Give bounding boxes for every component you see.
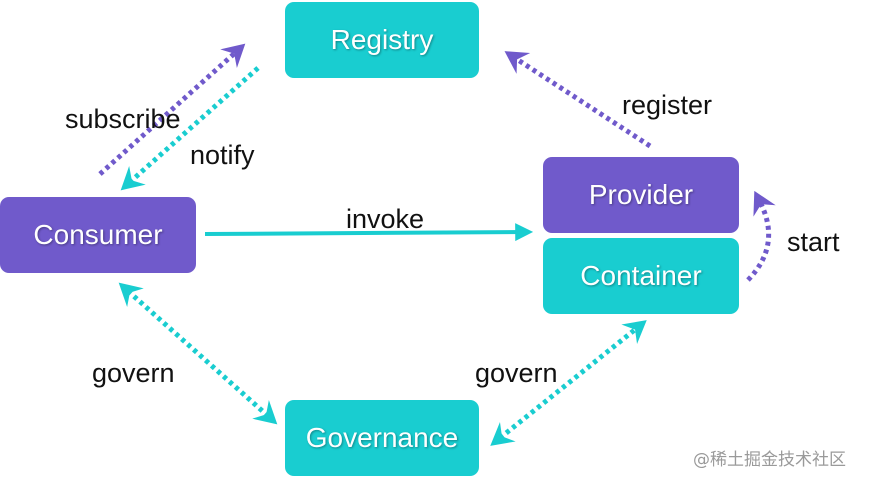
subscribe-arrow xyxy=(98,43,246,176)
registry-node: Registry xyxy=(285,2,479,78)
consumer-label: Consumer xyxy=(33,219,163,250)
provider-label: Provider xyxy=(588,179,694,210)
container-node: Container xyxy=(543,238,739,314)
govern-right-arrow xyxy=(490,320,647,446)
govern-left-label: govern xyxy=(92,358,175,388)
notify-label: notify xyxy=(190,140,255,170)
governance-label: Governance xyxy=(305,422,459,453)
container-label: Container xyxy=(580,260,702,291)
invoke-label: invoke xyxy=(346,204,425,234)
governance-node: Governance xyxy=(285,400,479,476)
subscribe-label: subscribe xyxy=(65,104,181,134)
govern-left-arrow xyxy=(118,282,278,425)
provider-node: Provider xyxy=(543,157,739,233)
register-label: register xyxy=(622,90,713,120)
start-arrow xyxy=(746,190,776,282)
consumer-node: Consumer xyxy=(0,197,196,273)
invoke-arrow xyxy=(204,223,534,242)
start-label: start xyxy=(787,227,840,257)
watermark-text: @稀土掘金技术社区 xyxy=(693,450,846,470)
registry-label: Registry xyxy=(330,24,434,55)
govern-right-label: govern xyxy=(475,358,558,388)
register-arrow xyxy=(504,51,652,149)
